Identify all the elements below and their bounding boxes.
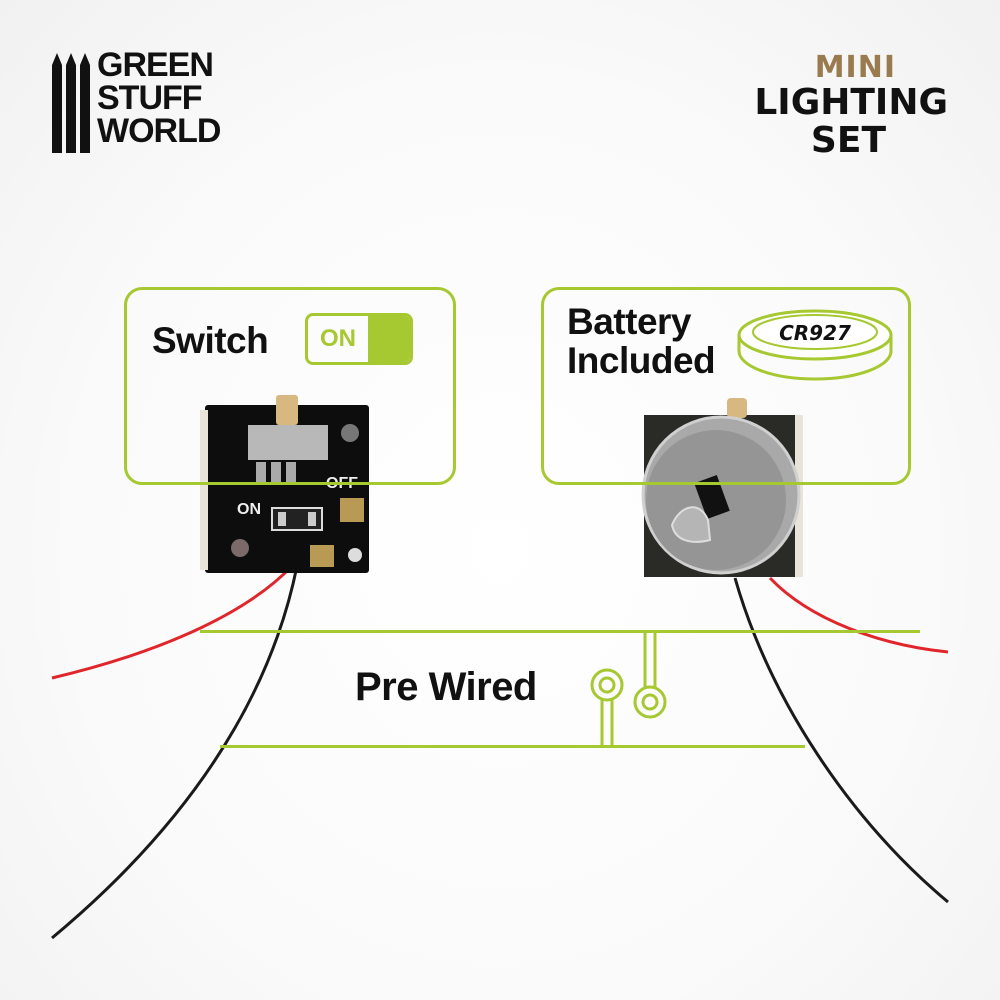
black-wire-right — [733, 577, 949, 904]
toggle-on-label: ON — [320, 325, 356, 352]
title-set: SET — [810, 120, 886, 161]
brand-line: WORLD — [97, 112, 221, 150]
prewired-bottom-line — [220, 745, 805, 748]
battery-label-line2: Included — [567, 340, 716, 381]
red-wire-right — [768, 576, 949, 654]
pcb-on-label: ON — [237, 501, 261, 518]
title-mini: MINI — [814, 50, 896, 85]
brand-line: GREEN — [97, 46, 214, 84]
coin-cell-battery-icon: CR927 — [737, 309, 893, 381]
prewired-top-line — [200, 630, 920, 633]
prewired-label: Pre Wired — [355, 665, 537, 709]
switch-feature-box — [124, 287, 456, 485]
red-wire-left — [51, 564, 294, 680]
switch-pcb: OFF ON — [200, 395, 369, 573]
battery-slot — [694, 475, 730, 519]
toggle-switch-icon: ON — [305, 313, 413, 365]
battery-holder — [641, 398, 803, 577]
pencil-bars-icon — [52, 53, 90, 153]
switch-label: Switch — [152, 320, 269, 361]
toggle-knob — [368, 316, 410, 362]
battery-model-label: CR927 — [779, 321, 851, 345]
black-wire-left — [51, 565, 299, 940]
battery-feature-box — [541, 287, 911, 485]
slide-switch — [248, 425, 328, 460]
brand-logo: GREEN STUFF WORLD — [52, 48, 242, 158]
brand-line: STUFF — [97, 79, 203, 117]
brand-name: GREEN STUFF WORLD — [97, 46, 221, 150]
title-lighting: LIGHTING — [754, 82, 948, 123]
battery-label-line1: Battery — [567, 301, 692, 342]
product-title: MINI LIGHTING SET — [718, 52, 948, 160]
circuit-pads-icon — [590, 630, 667, 747]
slide-knob — [276, 395, 298, 425]
battery-label: Battery Included — [567, 301, 716, 381]
